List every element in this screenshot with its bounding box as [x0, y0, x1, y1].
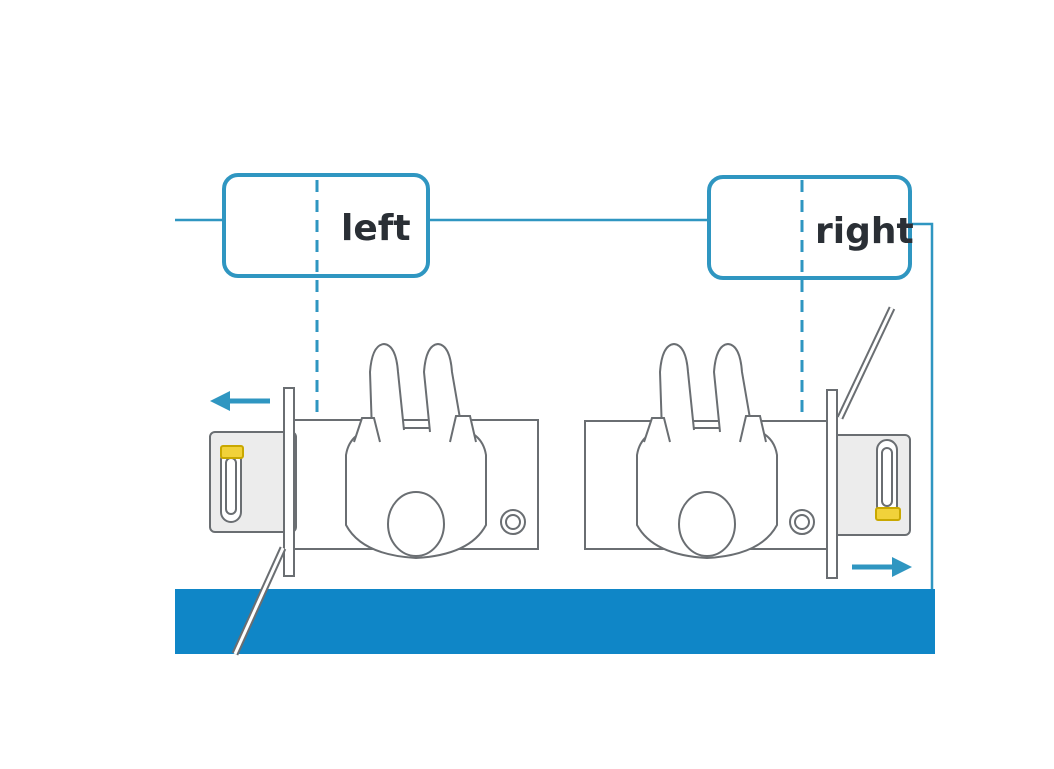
right-label: right: [815, 211, 914, 252]
connector-lines: [175, 218, 934, 589]
arrow-left-icon: [210, 391, 270, 411]
knob-icon: [789, 509, 815, 535]
arrow-right-icon: [852, 557, 912, 577]
left-door-leaf: [283, 387, 295, 577]
floor-band: [175, 589, 935, 654]
person-top-view-icon: [636, 342, 778, 560]
door-handle-icon: [875, 439, 901, 521]
knob-icon: [500, 509, 526, 535]
person-top-view-icon: [345, 342, 487, 560]
left-label: left: [341, 208, 411, 249]
left-label-box: left: [222, 173, 430, 278]
right-scene: [584, 306, 911, 579]
left-scene: [209, 342, 539, 656]
right-label-box: right: [707, 175, 914, 280]
right-door-leaf: [826, 389, 838, 579]
door-handle-icon: [220, 445, 244, 523]
